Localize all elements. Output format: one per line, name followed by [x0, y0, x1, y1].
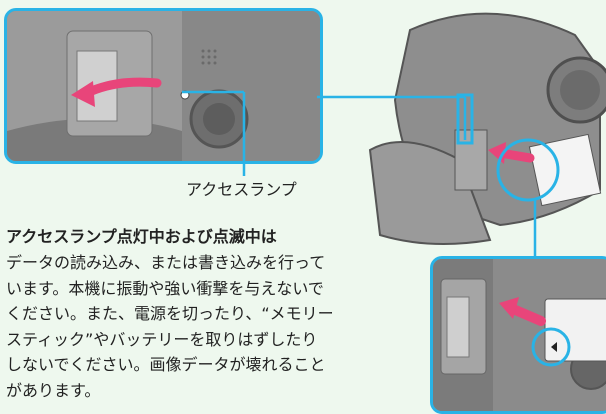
notice-heading: アクセスランプ点灯中および点滅中は	[6, 227, 277, 246]
access-lamp-label: アクセスランプ	[186, 180, 297, 199]
notice-line: データの読み込み、または書き込みを行って	[6, 253, 326, 272]
notice-body: データの読み込み、または書き込みを行って います。本機に振動や強い衝撃を与えない…	[6, 250, 406, 403]
notice-line: います。本機に振動や強い衝撃を与えないで	[6, 278, 324, 298]
camera-illustration	[433, 259, 606, 411]
insert-arrow-icon	[71, 81, 95, 107]
insert-arrow-icon	[499, 297, 519, 319]
memory-stick-illustration	[528, 133, 602, 207]
notice-line: があります。	[6, 380, 101, 400]
notice-line: ください。また、電源を切ったり、“メモリー	[6, 304, 334, 323]
notice-line: スティック”やバッテリーを取りはずしたり	[6, 329, 318, 349]
notice-line: しないでください。画像データが壊れること	[6, 355, 326, 374]
speaker-grille-icon	[201, 49, 217, 65]
zoom-panel-access-lamp	[4, 8, 323, 164]
camera-illustration	[7, 11, 320, 161]
camera-illustration	[368, 12, 606, 245]
